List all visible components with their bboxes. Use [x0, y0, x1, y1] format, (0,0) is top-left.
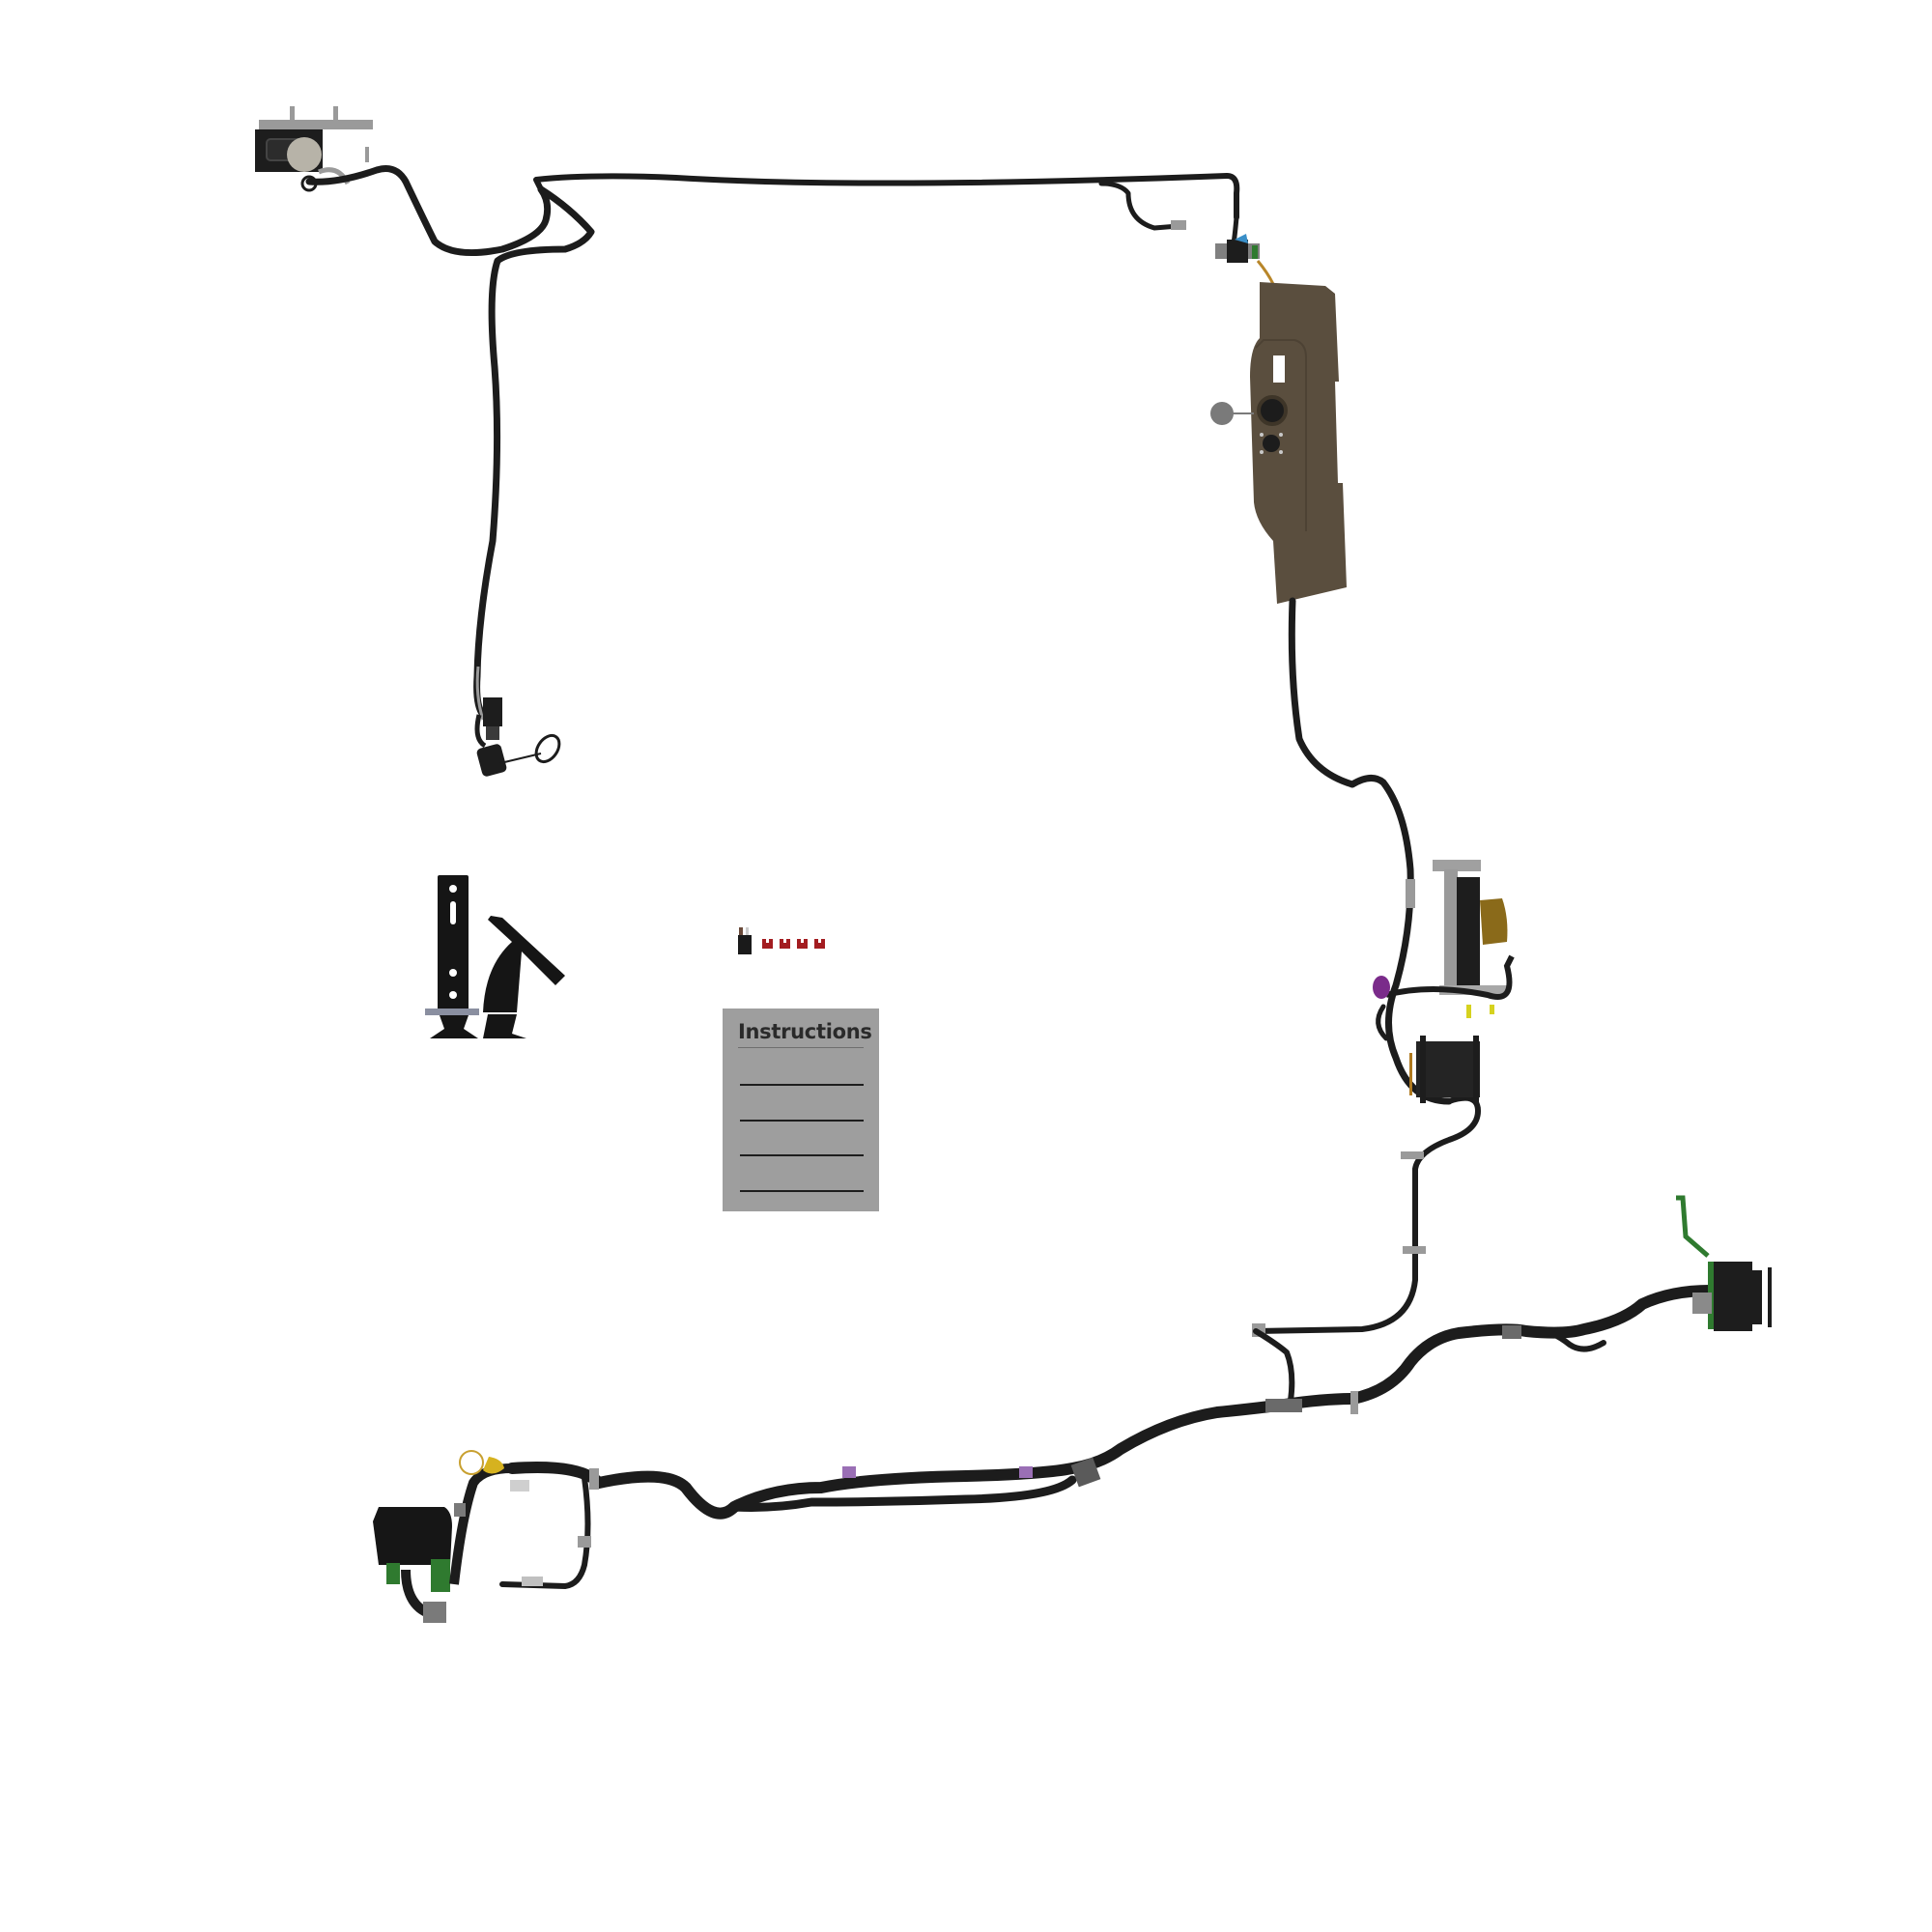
right-vertical-harness — [1252, 597, 1481, 1337]
harness-markers — [522, 1325, 1521, 1586]
mounting-brackets — [425, 875, 565, 1038]
instructions-line — [740, 1084, 864, 1086]
lower-main-harness — [499, 1285, 1716, 1589]
instructions-title: Instructions — [738, 1020, 872, 1048]
bottom-left-connector-block — [373, 1450, 529, 1623]
relay-and-fuses — [738, 927, 825, 954]
blue-green-inline-connector — [1215, 234, 1275, 285]
brown-trim-panel — [1210, 282, 1347, 604]
control-module-assembly — [1373, 860, 1515, 1018]
overhead-harness — [305, 165, 1240, 719]
instructions-line — [740, 1190, 864, 1192]
pigtail-connector-with-dust-cap — [474, 666, 561, 777]
trailer-socket-connector — [1676, 1195, 1772, 1331]
instructions-line — [740, 1154, 864, 1156]
instructions-sheet: Instructions — [723, 1009, 879, 1211]
instructions-line — [740, 1120, 864, 1122]
block-connector — [1409, 1036, 1480, 1103]
top-left-bracket-connector — [255, 106, 373, 192]
